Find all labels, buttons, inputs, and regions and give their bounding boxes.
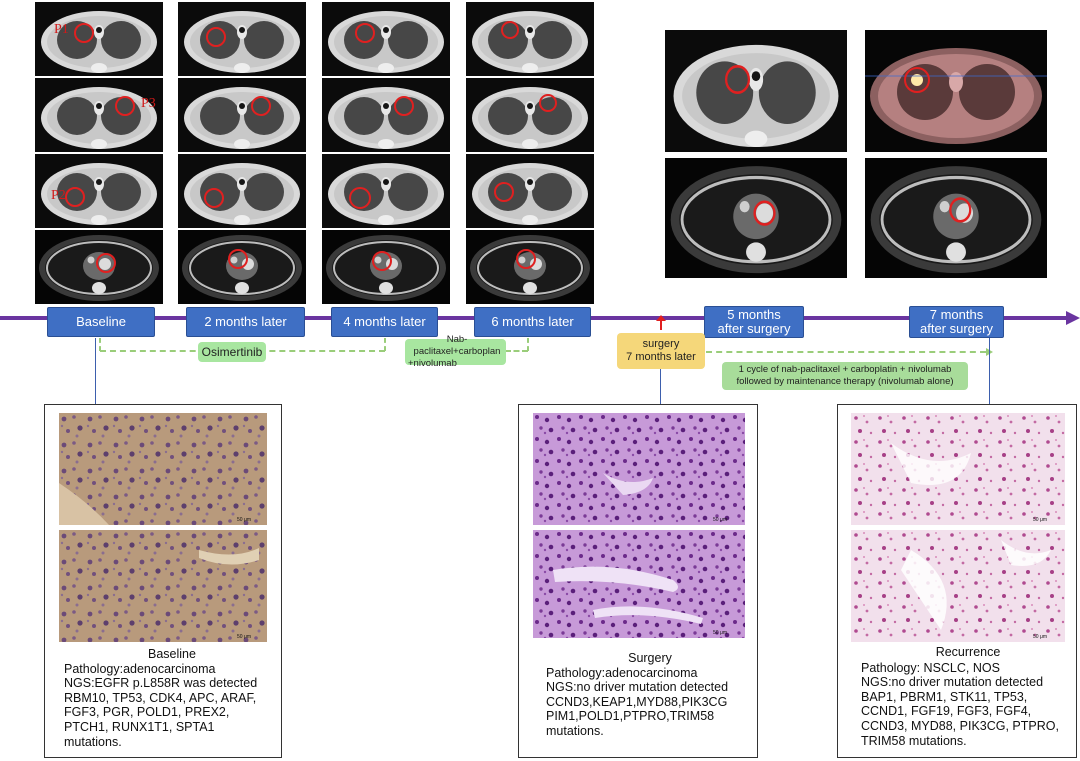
panel-title-recurrence: Recurrence	[935, 645, 1001, 659]
scale-bar-label: 50 μm	[713, 517, 727, 523]
baseline-line-0: Pathology:adenocarcinoma	[64, 661, 216, 676]
ct-scan-6m-lung-mid	[466, 78, 594, 152]
lesion-label-p3: P3	[141, 96, 156, 111]
surgery-label-line1: surgery	[642, 338, 680, 350]
timepoint-4-months: 4 months later	[331, 307, 438, 337]
histology-image-recurrence-bottom: 50 μm	[851, 530, 1065, 642]
ct-scan-2m-lung-top	[178, 2, 306, 76]
osimertinib-bracket-right	[384, 338, 386, 351]
timeline-arrowhead	[1066, 311, 1080, 325]
nab-label-line2: +nivolumab	[408, 358, 457, 369]
post-label-line1: 1 cycle of nab-paclitaxel + carboplatin …	[738, 364, 952, 375]
ct-scan-baseline-lung-mid	[35, 78, 163, 152]
timepoint-7-months-after-surgery: 7 months after surgery	[909, 306, 1004, 338]
nab-paclitaxel-label: Nab-paclitaxel+carboplan +nivolumab	[405, 334, 506, 369]
surgery-line-0: Pathology:adenocarcinoma	[546, 665, 698, 680]
pathology-text-surgery: Surgery Pathology:adenocarcinoma NGS:no …	[546, 651, 754, 739]
timepoint-6-months: 6 months later	[474, 307, 591, 337]
ct-scan-6m-mediastinal	[466, 230, 594, 304]
baseline-line-2: RBM10, TP53, CDK4, APC, ARAF,	[64, 690, 257, 705]
baseline-line-3: FGF3, PGR, POLD1, PREX2,	[64, 705, 230, 720]
lesion-label-p2: P2	[51, 188, 66, 203]
pathology-panel-baseline: 50 μm 50 μm Baseline Pathology:adenocarc…	[44, 404, 282, 758]
scale-bar-label: 50 μm	[1033, 517, 1047, 523]
post-surgery-bracket-line	[706, 351, 986, 353]
pathology-panel-surgery: 50 μm 50 μm Surgery Pathology:adenocarci…	[518, 404, 758, 758]
timepoint-5m-line1: 5 months	[727, 307, 781, 322]
ct-scan-2m-lung-low	[178, 154, 306, 228]
surgery-line-4: mutations.	[546, 723, 604, 738]
osimertinib-label: Osimertinib	[198, 342, 266, 362]
ct-scan-4m-mediastinal	[322, 230, 450, 304]
surgery-line-2: CCND3,KEAP1,MYD88,PIK3CG	[546, 694, 728, 709]
panel-title-baseline: Baseline	[148, 647, 196, 661]
baseline-line-4: PTCH1, RUNX1T1, SPTA1	[64, 719, 215, 734]
scale-bar-label: 50 μm	[1033, 634, 1047, 640]
histology-image-surgery-bottom: 50 μm	[533, 530, 745, 638]
timepoint-7m-line2: after surgery	[920, 321, 993, 336]
pet-scan-7m-after-surgery	[865, 30, 1047, 152]
ct-scan-5m-after-surgery-lung	[665, 30, 847, 152]
ct-scan-baseline-lung-low	[35, 154, 163, 228]
scale-bar-label: 50 μm	[237, 634, 251, 640]
nab-bracket-right	[527, 338, 529, 351]
recurrence-line-0: Pathology: NSCLC, NOS	[861, 660, 1000, 675]
lesion-label-p1: P1	[54, 22, 69, 37]
recurrence-line-2: BAP1, PBRM1, STK11, TP53,	[861, 689, 1028, 704]
surgery-label: surgery 7 months later	[617, 333, 705, 369]
pathology-text-recurrence: Recurrence Pathology: NSCLC, NOS NGS:no …	[861, 645, 1075, 748]
recurrence-line-5: TRIM58 mutations.	[861, 733, 967, 748]
ct-scan-2m-lung-mid	[178, 78, 306, 152]
ct-scan-2m-mediastinal	[178, 230, 306, 304]
baseline-line-1: NGS:EGFR p.L858R was detected	[64, 676, 258, 691]
recurrence-line-3: CCND1, FGF19, FGF3, FGF4,	[861, 704, 1032, 719]
histology-image-surgery-top: 50 μm	[533, 413, 745, 525]
histology-image-baseline-bottom: 50 μm	[59, 530, 267, 642]
pathology-panel-recurrence: 50 μm 50 μm Recurrence Pathology: NSCLC,…	[837, 404, 1077, 758]
surgery-line-1: NGS:no driver mutation detected	[546, 680, 729, 695]
pathology-text-baseline: Baseline Pathology:adenocarcinoma NGS:EG…	[64, 647, 280, 749]
surgery-marker-arrow	[656, 315, 666, 330]
ct-scan-4m-lung-top	[322, 2, 450, 76]
ct-scan-baseline-mediastinal	[35, 230, 163, 304]
ct-scan-6m-lung-top	[466, 2, 594, 76]
timepoint-5-months-after-surgery: 5 months after surgery	[704, 306, 804, 338]
timepoint-7m-line1: 7 months	[929, 307, 984, 322]
nab-bracket-line	[505, 350, 528, 352]
timepoint-5m-line2: after surgery	[717, 321, 791, 336]
baseline-line-5: mutations.	[64, 734, 122, 749]
surgery-label-line2: 7 months later	[626, 351, 696, 363]
scale-bar-label: 50 μm	[713, 630, 727, 636]
post-surgery-treatment-label: 1 cycle of nab-paclitaxel + carboplatin …	[722, 362, 968, 390]
histology-image-recurrence-top: 50 μm	[851, 413, 1065, 525]
recurrence-line-1: NGS:no driver mutation detected	[861, 675, 1044, 690]
connector-baseline	[95, 338, 96, 404]
nab-label-line1: Nab-paclitaxel+carboplan	[413, 334, 501, 357]
recurrence-line-4: CCND3, MYD88, PIK3CG, PTPRO,	[861, 718, 1059, 733]
ct-scan-5m-after-surgery-mediastinal	[665, 158, 847, 278]
ct-scan-7m-after-surgery-mediastinal	[865, 158, 1047, 278]
ct-scan-4m-lung-low	[322, 154, 450, 228]
ct-scan-4m-lung-mid	[322, 78, 450, 152]
panel-title-surgery: Surgery	[628, 651, 672, 665]
ct-scan-baseline-lung-top	[35, 2, 163, 76]
post-label-line2: followed by maintenance therapy (nivolum…	[736, 376, 954, 387]
connector-surgery	[660, 369, 661, 404]
ct-scan-6m-lung-low	[466, 154, 594, 228]
timepoint-2-months: 2 months later	[186, 307, 305, 337]
scale-bar-label: 50 μm	[237, 517, 251, 523]
histology-image-baseline-top: 50 μm	[59, 413, 267, 525]
surgery-line-3: PIM1,POLD1,PTPRO,TRIM58	[546, 709, 715, 724]
osimertinib-bracket-left	[99, 338, 101, 351]
connector-recurrence	[989, 338, 990, 404]
timepoint-baseline: Baseline	[47, 307, 155, 337]
